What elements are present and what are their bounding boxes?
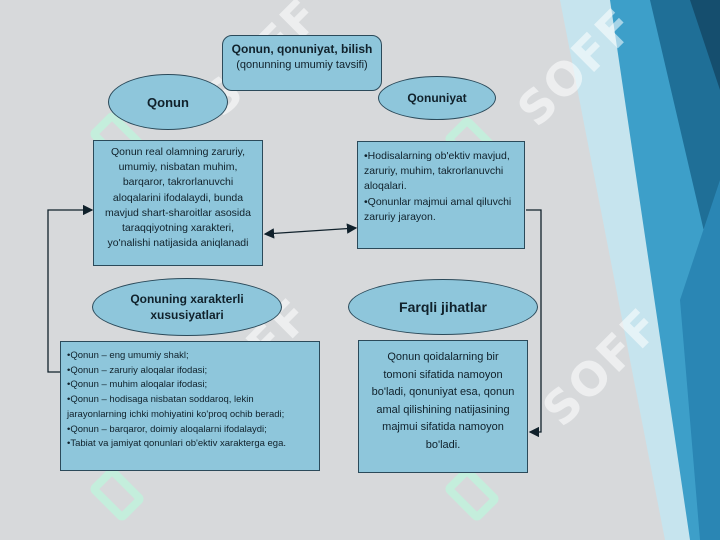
qonun-label: Qonun: [147, 94, 189, 110]
qonuniyat-definition-line: •Qonunlar majmui amal qiluvchi: [364, 195, 512, 208]
xarakter-label-line-1: Qonuning xarakterli: [130, 291, 244, 306]
qonuniyat-definition-line: aloqalari.: [364, 180, 407, 193]
qonuniyat-node: Qonuniyat: [378, 76, 496, 120]
qonun-definition-box: Qonun real olamning zaruriy, umumiy, nis…: [93, 140, 263, 266]
xarakter-item: •Tabiat va jamiyat qonunlari ob'ektiv xa…: [67, 438, 287, 450]
qonun-definition-line: umumiy, nisbatan muhim,: [118, 161, 238, 174]
farqli-text-line: amal qilishining natijasining: [376, 403, 510, 416]
xarakter-item: •Qonun – eng umumiy shakl;: [67, 350, 189, 361]
qonuniyat-definition-line: zaruriy jarayon.: [364, 210, 436, 223]
qonun-definition-line: barqaror, takrorlanuvchi: [122, 176, 234, 189]
xarakter-item: jarayonlarning ichki mohiyatini ko'proq …: [67, 408, 285, 420]
xarakter-items-box: •Qonun – eng umumiy shakl; •Qonun – zaru…: [60, 341, 320, 471]
qonun-definition-line: mavjud shart-sharoitlar asosida: [105, 206, 251, 219]
qonun-definition-line: yo'nalishi natijasida aniqlanadi: [107, 237, 249, 250]
farqli-text-lines: Qonun qoidalarning bir tomoni sifatida n…: [359, 349, 527, 455]
qonuniyat-definition-line: zaruriy, muhim, takrorlanuvchi: [364, 165, 504, 178]
farqli-text-box: Qonun qoidalarning bir tomoni sifatida n…: [358, 340, 528, 473]
qonun-definition-line: taraqqiyotning xarakteri,: [121, 222, 235, 235]
qonuniyat-definition-lines: •Hodisalarning ob'ektiv mavjud, zaruriy,…: [364, 149, 518, 225]
farqli-node: Farqli jihatlar: [348, 279, 538, 335]
qonun-definition-line: aloqalarini ifodalaydi, bunda: [112, 191, 244, 204]
diagram-title: Qonun, qonuniyat, bilish: [231, 42, 373, 56]
xarakter-item: •Qonun – muhim aloqalar ifodasi;: [67, 379, 208, 391]
diagram-title-box: Qonun, qonuniyat, bilish (qonunning umum…: [222, 35, 382, 91]
xarakter-item: •Qonun – zaruriy aloqalar ifodasi;: [67, 364, 208, 376]
xarakter-items-list: •Qonun – eng umumiy shakl; •Qonun – zaru…: [67, 349, 314, 452]
farqli-text-line: bo'ladi.: [425, 438, 461, 451]
farqli-label: Farqli jihatlar: [399, 299, 487, 315]
qonun-definition-lines: Qonun real olamning zaruriy, umumiy, nis…: [94, 145, 262, 252]
farqli-text-line: tomoni sifatida namoyon: [383, 368, 503, 381]
farqli-text-line: majmui sifatida namoyon: [382, 421, 504, 434]
qonuniyat-definition-line: •Hodisalarning ob'ektiv mavjud,: [364, 150, 510, 162]
xarakter-label-line-2: xususiyatlari: [150, 308, 224, 322]
qonuniyat-definition-box: •Hodisalarning ob'ektiv mavjud, zaruriy,…: [357, 141, 525, 249]
farqli-text-line: Qonun qoidalarning bir: [387, 351, 499, 363]
xarakter-node: Qonuning xarakterli xususiyatlari: [92, 278, 282, 336]
qonun-definition-line: Qonun real olamning zaruriy,: [110, 146, 246, 158]
xarakter-item: •Qonun – barqaror, doimiy aloqalarni ifo…: [67, 423, 267, 435]
diagram-subtitle: (qonunning umumiy tavsifi): [236, 59, 368, 71]
xarakter-item: •Qonun – hodisaga nisbatan soddaroq, lek…: [67, 394, 254, 406]
farqli-text-line: bo'ladi, qonuniyat esa, qonun: [371, 386, 515, 399]
qonuniyat-label: Qonuniyat: [407, 91, 467, 105]
qonun-node: Qonun: [108, 74, 228, 130]
